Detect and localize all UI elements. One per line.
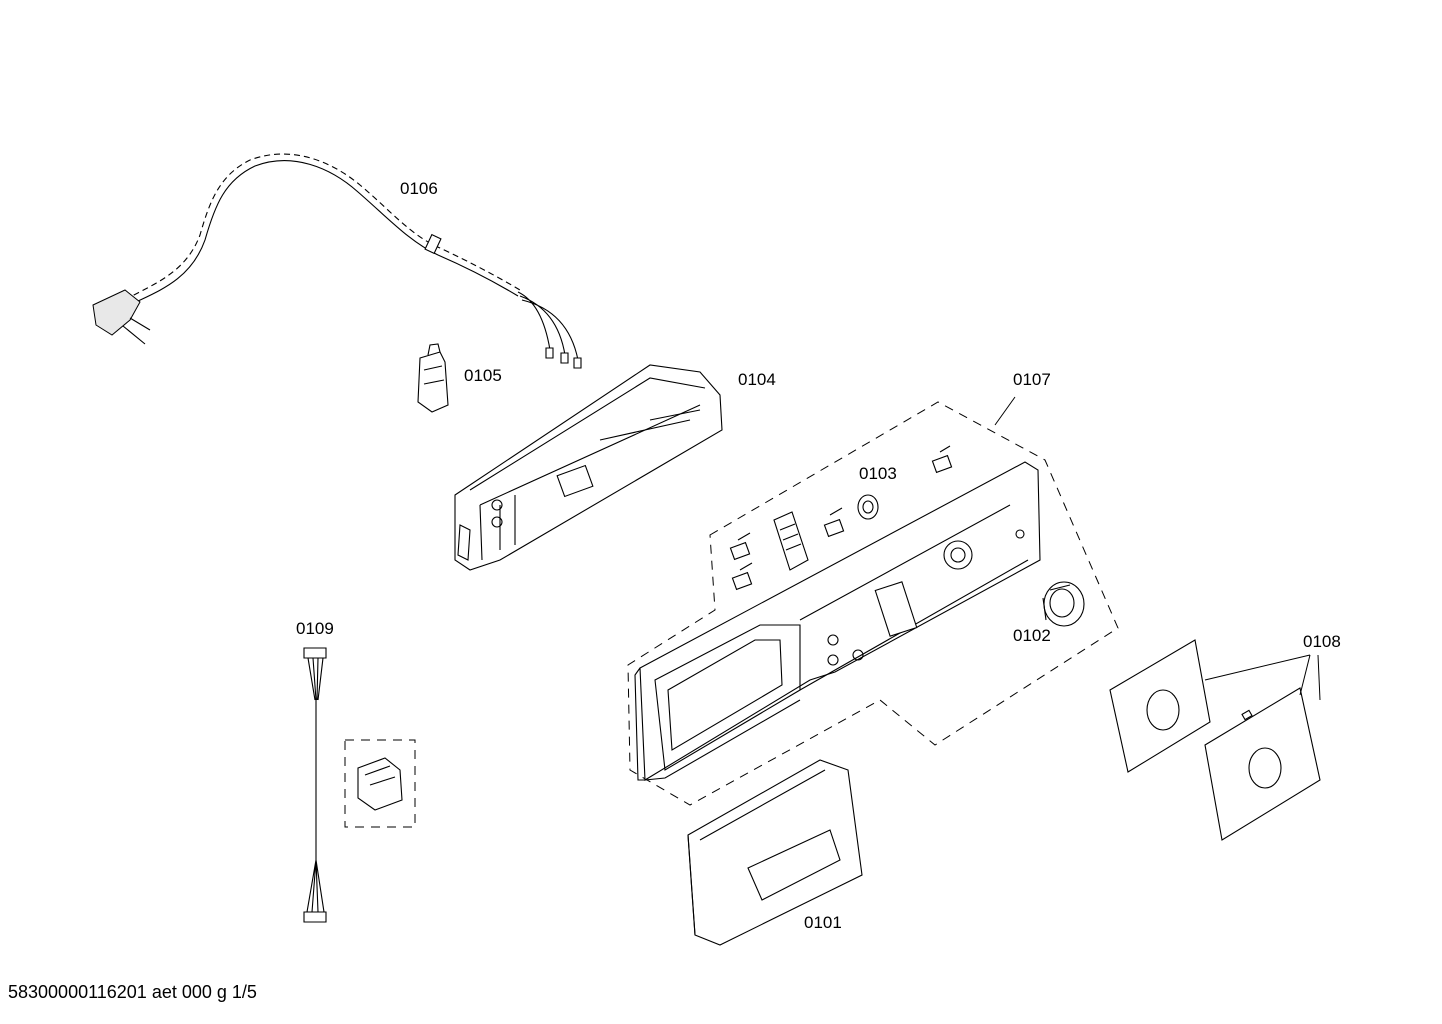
label-0107: 0107 bbox=[1013, 370, 1051, 389]
part-0104-electronic-module bbox=[455, 365, 722, 570]
label-0103: 0103 bbox=[859, 464, 897, 483]
part-0102-knob bbox=[1043, 582, 1084, 626]
label-0102: 0102 bbox=[1013, 626, 1051, 645]
part-0106-power-cord bbox=[93, 154, 581, 368]
label-0108: 0108 bbox=[1303, 632, 1341, 651]
part-0109-connector bbox=[345, 740, 415, 827]
label-0109: 0109 bbox=[296, 619, 334, 638]
small-parts-0103 bbox=[730, 446, 951, 589]
control-panel-fascia bbox=[635, 462, 1040, 780]
part-0105-switch bbox=[418, 344, 448, 412]
label-0101: 0101 bbox=[804, 913, 842, 932]
label-0105: 0105 bbox=[464, 366, 502, 385]
part-0108-cover-plates bbox=[1110, 640, 1320, 840]
part-0109-wire-harness bbox=[304, 648, 326, 922]
label-0106: 0106 bbox=[400, 179, 438, 198]
document-id: 58300000116201 aet 000 g 1/5 bbox=[8, 982, 257, 1002]
part-0101-drawer-handle bbox=[688, 760, 862, 945]
leader-lines bbox=[995, 397, 1320, 700]
group-0107-outline bbox=[628, 402, 1118, 805]
label-0104: 0104 bbox=[738, 370, 776, 389]
